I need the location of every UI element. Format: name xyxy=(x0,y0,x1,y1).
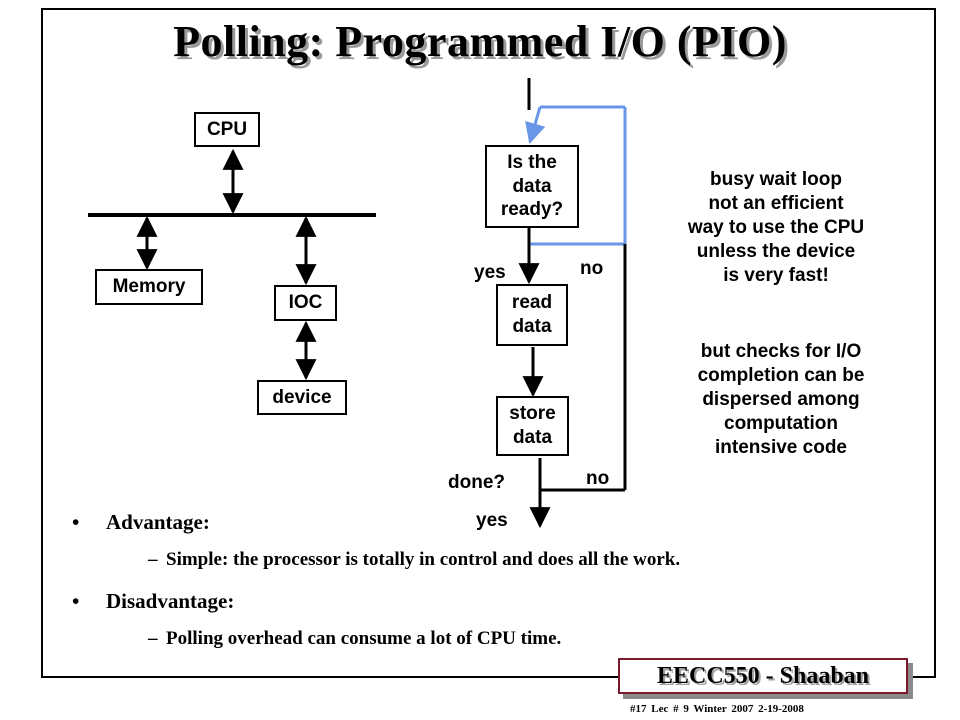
ioc-box: IOC xyxy=(274,285,337,321)
lecture-meta: #17 Lec # 9 Winter 2007 2-19-2008 xyxy=(630,703,804,715)
advantage-heading: Advantage: xyxy=(106,510,210,534)
dash-symbol: – xyxy=(148,628,158,649)
checks-note-line: completion can be xyxy=(697,365,865,386)
advantage-detail: –Simple: the processor is totally in con… xyxy=(148,549,680,571)
memory-box: Memory xyxy=(95,269,203,305)
data-ready-check-box: Is the data ready? xyxy=(485,145,579,228)
slide-title: Polling: Programmed I/O (PIO) xyxy=(173,17,787,66)
checks-note-line: intensive code xyxy=(715,437,847,458)
busy-note-line: is very fast! xyxy=(723,265,829,286)
done-question-label: done? xyxy=(448,472,505,493)
advantage-detail-text: Simple: the processor is totally in cont… xyxy=(166,549,681,570)
checks-note-line: dispersed among xyxy=(702,389,860,410)
bullet-list: •Advantage: –Simple: the processor is to… xyxy=(72,510,680,668)
device-box: device xyxy=(257,380,347,415)
busy-note-line: way to use the CPU xyxy=(687,217,865,238)
store-data-box: store data xyxy=(496,396,569,456)
busy-note-line: unless the device xyxy=(696,241,856,262)
slide-frame xyxy=(41,8,936,678)
busy-note-line: not an efficient xyxy=(708,193,844,214)
read-data-box: read data xyxy=(496,284,568,346)
advantage-bullet: • Advantage: xyxy=(72,510,680,535)
bullet-symbol: • xyxy=(72,510,80,534)
cpu-box: CPU xyxy=(194,112,260,147)
bullet-symbol: • xyxy=(72,589,80,613)
disadvantage-detail: –Polling overhead can consume a lot of C… xyxy=(148,628,680,650)
busy-note-line: busy wait loop xyxy=(710,169,842,190)
loop-back-entry xyxy=(525,106,546,145)
no-label-done: no xyxy=(586,468,610,489)
io-checks-note: but checks for I/O completion can be dis… xyxy=(650,340,912,460)
yes-label-done: yes xyxy=(476,510,508,531)
busy-wait-note: busy wait loop not an efficient way to u… xyxy=(646,168,906,288)
dash-symbol: – xyxy=(148,549,158,570)
no-label-ready: no xyxy=(580,258,604,279)
disadvantage-heading: Disadvantage: xyxy=(106,589,235,613)
yes-label-ready: yes xyxy=(474,262,506,283)
disadvantage-bullet: • Disadvantage: xyxy=(72,589,680,614)
disadvantage-detail-text: Polling overhead can consume a lot of CP… xyxy=(166,628,562,649)
checks-note-line: but checks for I/O xyxy=(700,341,862,362)
checks-note-line: computation xyxy=(724,413,838,434)
course-footer-box: EECC550 - Shaaban xyxy=(618,658,908,694)
